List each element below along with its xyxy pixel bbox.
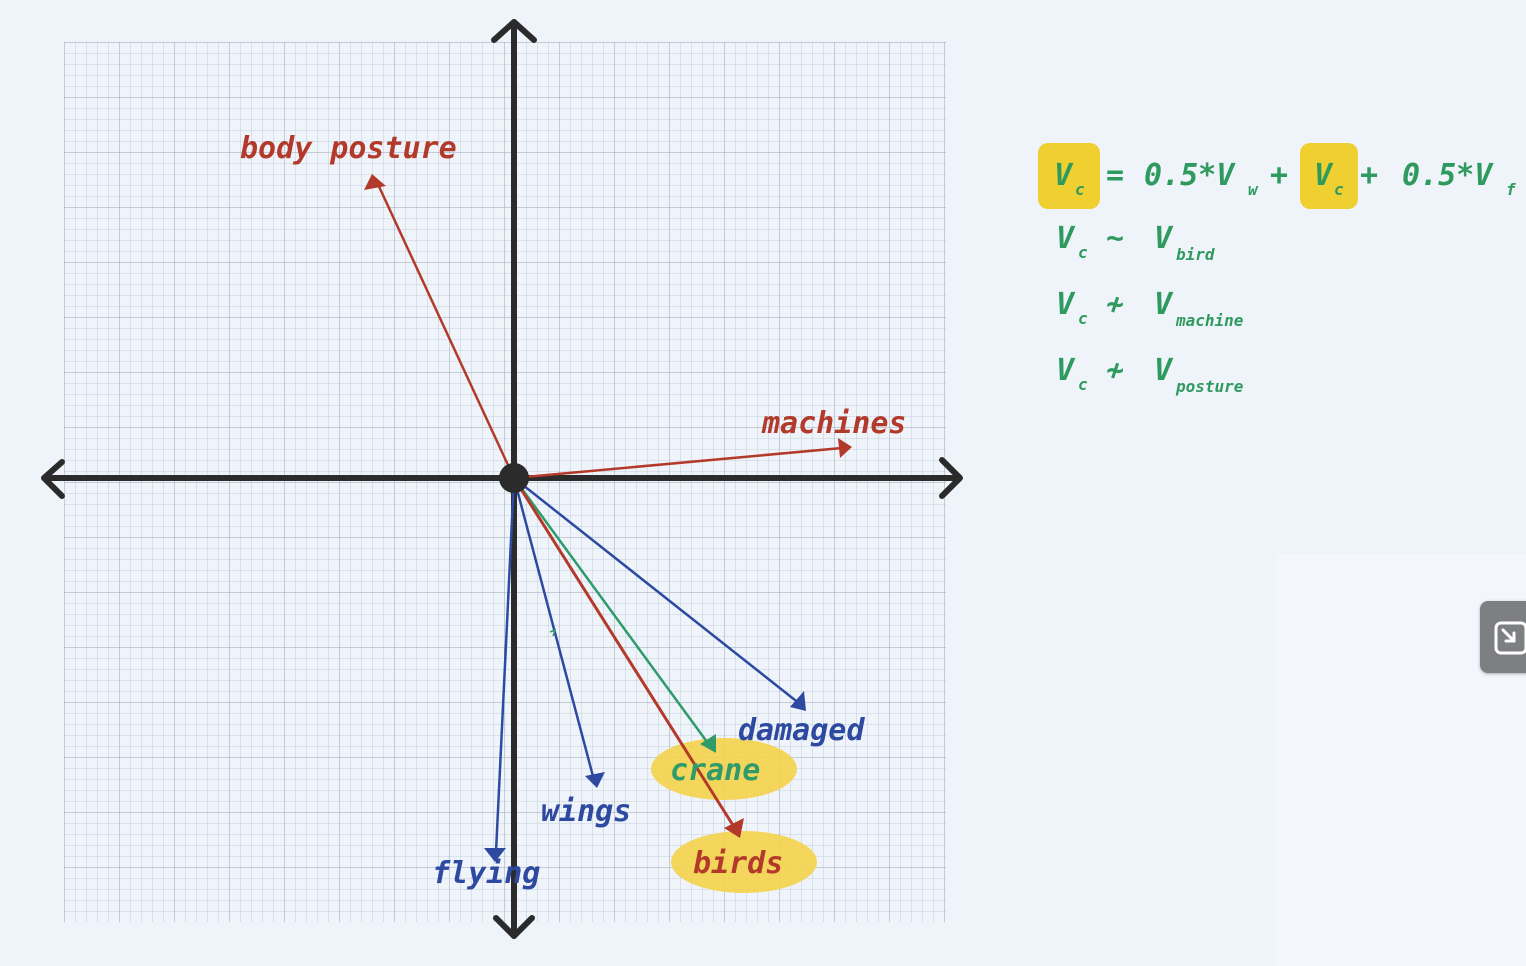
vector-flying	[484, 477, 516, 862]
x-axis-arrow-right	[939, 457, 963, 499]
highlight-vc-right	[1300, 143, 1358, 209]
highlight-vc-left	[1038, 143, 1100, 209]
birds-highlight	[671, 831, 817, 893]
equation-panel: V c = 0.5*V w + V c + 0.5*V f V c ~ V bi…	[1038, 143, 1516, 398]
expand-button[interactable]	[1480, 601, 1526, 673]
equation-main: V c = 0.5*V w + V c + 0.5*V f	[1054, 158, 1516, 203]
x-axis-arrow-left	[41, 459, 65, 499]
vector-crane	[512, 477, 716, 753]
y-axis-arrow-top	[491, 19, 537, 43]
expand-arrow-icon	[1494, 621, 1526, 655]
label-flying: flying	[432, 856, 540, 891]
label-machines: machines	[761, 406, 907, 441]
label-damaged: damaged	[738, 713, 865, 748]
vector-wings	[512, 477, 605, 788]
vector-machines	[513, 438, 852, 480]
label-body-posture: body posture	[240, 131, 457, 166]
vector-arrows	[364, 174, 852, 862]
relation-posture: V c ≁ V posture	[1056, 353, 1244, 398]
y-axis-arrow-bottom	[493, 915, 535, 939]
label-birds: birds	[693, 846, 783, 881]
vector-damaged	[513, 477, 806, 711]
vector-birds	[512, 477, 744, 838]
label-wings: wings	[541, 794, 631, 829]
relation-machine: V c ≁ V machine	[1056, 287, 1244, 332]
relation-bird: V c ~ V bird	[1056, 221, 1215, 266]
origin-point	[499, 463, 529, 493]
label-crane: crane	[670, 753, 760, 788]
vector-body-posture	[364, 174, 516, 479]
